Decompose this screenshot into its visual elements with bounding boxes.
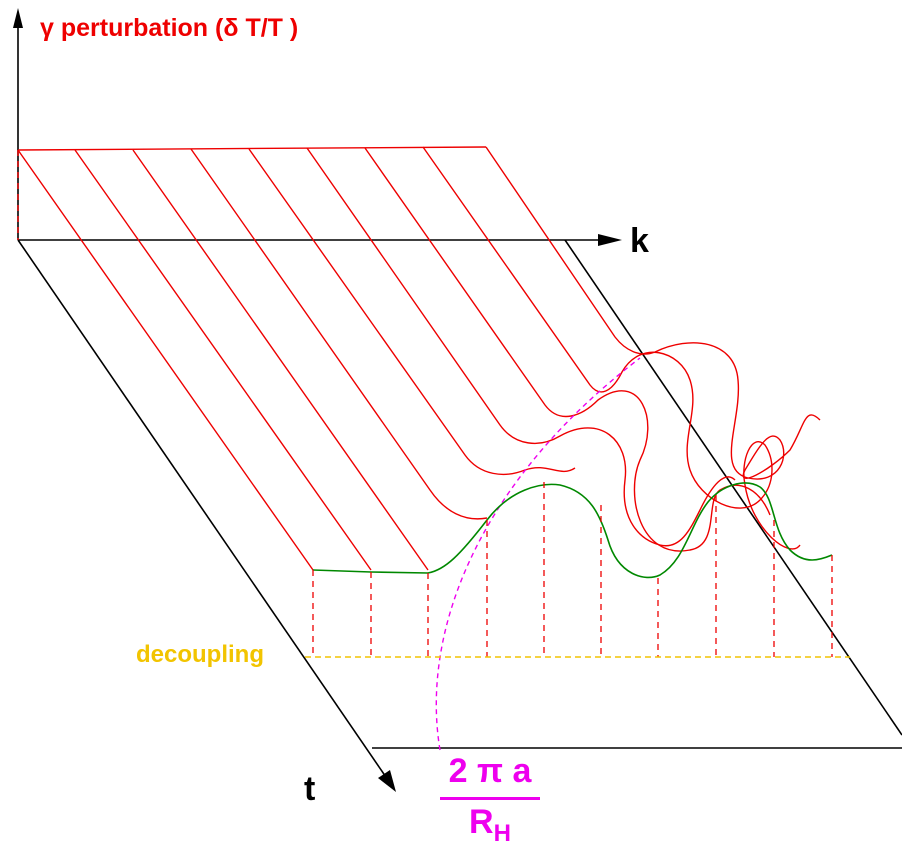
- perturbation-line-1: [17, 149, 314, 571]
- horizon-radius-symbol: R: [469, 803, 494, 841]
- t-axis: [17, 239, 389, 781]
- perturbation-line-3: [132, 149, 429, 571]
- horizon-subscript: H: [493, 820, 511, 847]
- fraction-bar: [440, 797, 540, 800]
- perturbation-line-6: [306, 147, 736, 547]
- plane-right-edge: [564, 239, 902, 736]
- k-axis-arrowhead: [598, 234, 622, 246]
- decoupling-curve: [312, 482, 833, 579]
- y-axis-arrowhead: [13, 8, 23, 28]
- horizon-denominator: RH: [440, 803, 540, 848]
- y-axis-title: γ perturbation (δ T/T ): [40, 14, 299, 42]
- t-axis-label: t: [304, 770, 316, 808]
- perturbation-line-5: [248, 148, 576, 476]
- perturbation-line-7: [364, 147, 771, 552]
- perturbation-line-4: [190, 148, 488, 520]
- t-axis-arrowhead: [378, 770, 396, 792]
- perturbation-line-9: [485, 146, 821, 480]
- perturbation-line-8: [422, 146, 801, 550]
- horizon-numerator: 2 π a: [448, 752, 532, 790]
- perturbation-lines: [17, 146, 821, 571]
- decoupling-projections: [312, 482, 833, 657]
- k-axis-label: k: [630, 222, 649, 260]
- decoupling-label: decoupling: [136, 641, 264, 668]
- horizon-arc: [435, 357, 641, 751]
- perturbation-line-2: [74, 149, 372, 571]
- initial-perturbation-level: [17, 146, 487, 151]
